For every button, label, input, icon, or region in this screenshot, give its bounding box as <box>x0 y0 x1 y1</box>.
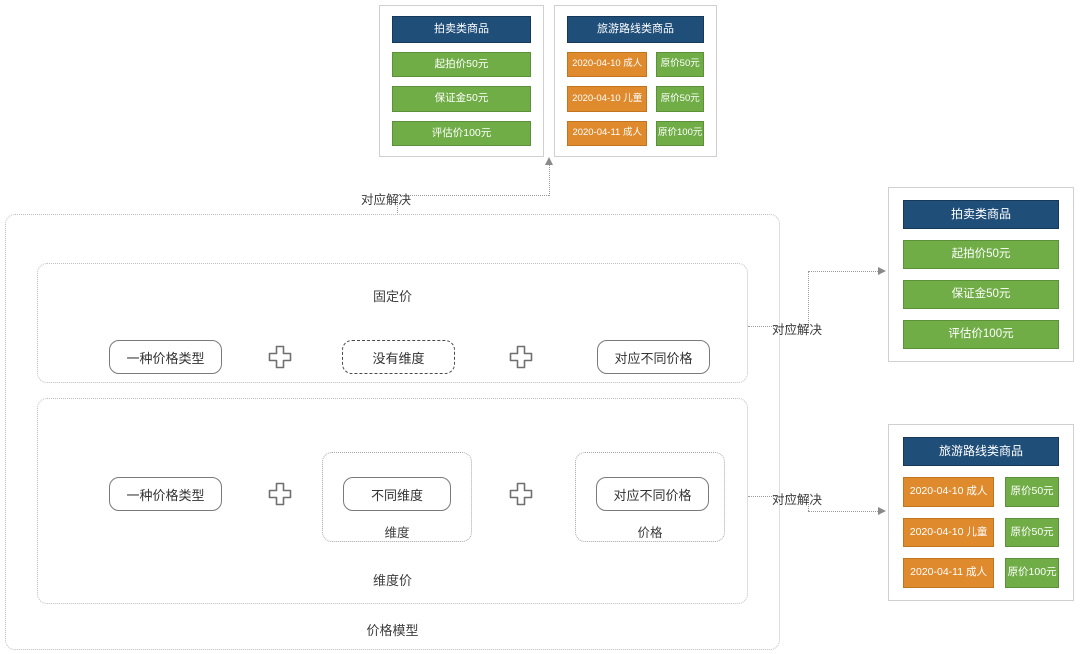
dimension-group-label: 维度 <box>384 526 410 540</box>
plus-icon <box>508 344 534 370</box>
price-group-label: 价格 <box>637 526 663 540</box>
dimension-group-box <box>322 452 472 542</box>
travel-card-price: 原价50元 <box>1005 477 1059 507</box>
auction-card-item: 评估价100元 <box>903 320 1059 349</box>
auction-sample-card-top: 拍卖类商品 起拍价50元 保证金50元 评估价100元 <box>379 5 544 157</box>
auction-card-header: 拍卖类商品 <box>392 16 531 43</box>
travel-card-price: 原价100元 <box>656 120 704 146</box>
price-model-label: 价格模型 <box>366 623 419 638</box>
dimension-price-band <box>37 398 748 604</box>
dimension-price-band-title: 维度价 <box>372 573 412 588</box>
connector-right-bottom-arrowhead-icon <box>878 507 886 515</box>
travel-card-dimension: 2020-04-11 成人 <box>903 558 995 589</box>
travel-card-price: 原价50元 <box>656 52 704 78</box>
travel-card-row: 2020-04-10 成人 原价50元 <box>903 477 1059 507</box>
dimension-node-price-type[interactable]: 一种价格类型 <box>109 477 222 511</box>
auction-card-header: 拍卖类商品 <box>903 200 1059 229</box>
dimension-node-different-price[interactable]: 对应不同价格 <box>596 477 709 511</box>
travel-card-dimension: 2020-04-10 儿童 <box>567 86 648 112</box>
travel-card-header: 旅游路线类商品 <box>903 437 1059 466</box>
price-model-container <box>5 214 780 650</box>
travel-card-row: 2020-04-10 儿童 原价50元 <box>567 86 704 112</box>
connector-right-top-vertical <box>808 271 809 327</box>
auction-card-item: 起拍价50元 <box>903 240 1059 269</box>
fixed-price-band-title: 固定价 <box>372 289 412 304</box>
connector-top-arrowhead-icon <box>545 157 553 165</box>
connector-right-top-arrowhead-icon <box>878 267 886 275</box>
fixed-node-price-type[interactable]: 一种价格类型 <box>109 340 222 374</box>
travel-card-price: 原价100元 <box>1005 558 1059 589</box>
connector-right-bottom-horizontal <box>808 511 878 512</box>
travel-card-row: 2020-04-10 成人 原价50元 <box>567 52 704 78</box>
auction-sample-card-right: 拍卖类商品 起拍价50元 保证金50元 评估价100元 <box>888 187 1074 362</box>
plus-icon <box>267 481 293 507</box>
travel-card-dimension: 2020-04-11 成人 <box>567 120 648 146</box>
connector-top-horizontal <box>397 195 549 196</box>
plus-icon <box>267 344 293 370</box>
auction-card-item: 保证金50元 <box>903 280 1059 309</box>
connector-top-vertical-to-card <box>549 164 550 196</box>
connector-top-label: 对应解决 <box>361 193 412 207</box>
travel-card-dimension: 2020-04-10 成人 <box>567 52 648 78</box>
auction-card-item: 评估价100元 <box>392 120 531 146</box>
plus-icon <box>508 481 534 507</box>
travel-card-row: 2020-04-11 成人 原价100元 <box>903 558 1059 589</box>
travel-card-price: 原价50元 <box>656 86 704 112</box>
connector-top-vertical-from-model <box>397 195 398 215</box>
travel-card-row: 2020-04-11 成人 原价100元 <box>567 120 704 146</box>
connector-right-top-label: 对应解决 <box>772 323 823 337</box>
travel-card-row: 2020-04-10 儿童 原价50元 <box>903 517 1059 548</box>
connector-right-top-horizontal <box>808 271 878 272</box>
fixed-price-band <box>37 263 748 383</box>
auction-card-item: 保证金50元 <box>392 86 531 112</box>
connector-right-bottom-vertical <box>808 496 809 511</box>
connector-right-top-stub <box>748 326 808 327</box>
travel-sample-card-top: 旅游路线类商品 2020-04-10 成人 原价50元 2020-04-10 儿… <box>554 5 717 157</box>
travel-card-dimension: 2020-04-10 成人 <box>903 477 995 507</box>
fixed-node-different-price[interactable]: 对应不同价格 <box>597 340 710 374</box>
connector-right-bottom-stub <box>748 496 808 497</box>
dimension-node-different-dimension[interactable]: 不同维度 <box>343 477 451 511</box>
price-group-box <box>575 452 725 542</box>
connector-right-bottom-label: 对应解决 <box>772 493 823 507</box>
travel-sample-card-right: 旅游路线类商品 2020-04-10 成人 原价50元 2020-04-10 儿… <box>888 424 1074 601</box>
travel-card-header: 旅游路线类商品 <box>567 16 704 43</box>
fixed-node-no-dimension[interactable]: 没有维度 <box>342 340 455 374</box>
auction-card-item: 起拍价50元 <box>392 52 531 78</box>
travel-card-dimension: 2020-04-10 儿童 <box>903 517 995 548</box>
travel-card-price: 原价50元 <box>1005 517 1059 548</box>
